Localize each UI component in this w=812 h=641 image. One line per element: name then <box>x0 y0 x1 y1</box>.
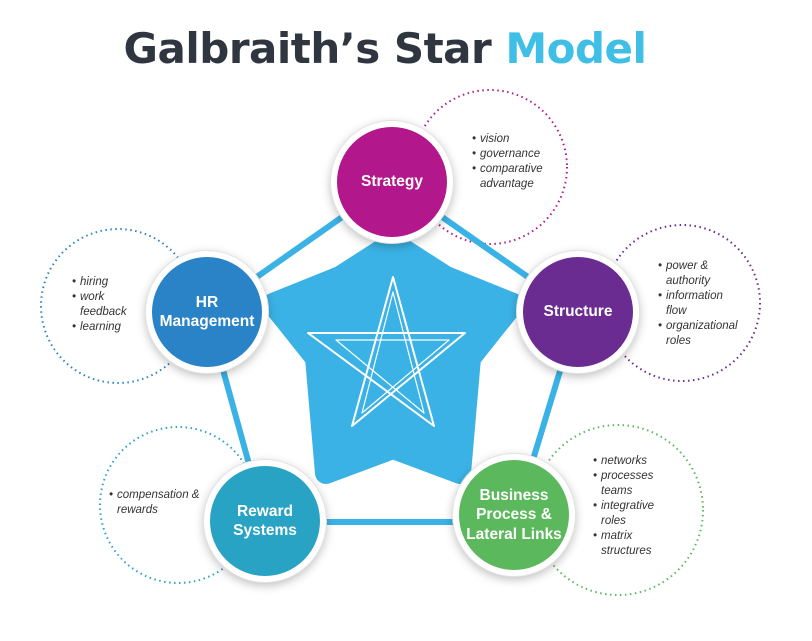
node-business: Business Process & Lateral Links <box>453 454 575 576</box>
callout-circle-structure <box>603 224 761 382</box>
list-item: integrative roles <box>593 499 675 529</box>
list-item: work feedback <box>72 290 142 320</box>
list-item: comparative advantage <box>472 162 567 192</box>
list-item: information flow <box>658 289 746 319</box>
node-hr: HR Management <box>146 251 268 373</box>
node-structure-label: Structure <box>543 303 613 321</box>
node-business-label: Business Process & Lateral Links <box>466 486 562 543</box>
list-item: hiring <box>72 275 142 290</box>
list-item: power & authority <box>658 259 746 289</box>
list-item: matrix structures <box>593 529 675 559</box>
list-item: processes teams <box>593 469 675 499</box>
center-star-outline-inner <box>335 291 450 414</box>
list-item: vision <box>472 132 567 147</box>
node-reward-label: Reward Systems <box>233 502 297 539</box>
list-item: organizational roles <box>658 319 746 349</box>
node-hr-label: HR Management <box>159 293 255 330</box>
node-strategy: Strategy <box>331 121 453 243</box>
page-title: Galbraith’s Star Model <box>0 24 770 73</box>
node-structure: Structure <box>517 251 639 373</box>
list-item: compensation & rewards <box>109 488 209 518</box>
structure-bullet-list: power & authority information flow organ… <box>658 259 746 349</box>
title-accent: Model <box>505 24 647 73</box>
callout-circle-strategy <box>412 89 568 245</box>
callout-circle-business <box>532 424 704 596</box>
hr-bullet-list: hiring work feedback learning <box>72 275 142 335</box>
list-item: governance <box>472 147 567 162</box>
list-item: learning <box>72 320 142 335</box>
node-reward: Reward Systems <box>204 460 326 582</box>
title-main: Galbraith’s Star <box>123 24 492 73</box>
center-star-outline <box>307 276 466 427</box>
strategy-bullet-list: vision governance comparative advantage <box>472 132 567 192</box>
business-bullet-list: networks processes teams integrative rol… <box>593 454 675 559</box>
node-strategy-label: Strategy <box>360 173 424 191</box>
list-item: networks <box>593 454 675 469</box>
reward-bullet-list: compensation & rewards <box>109 488 209 518</box>
center-star-shape <box>262 232 524 484</box>
